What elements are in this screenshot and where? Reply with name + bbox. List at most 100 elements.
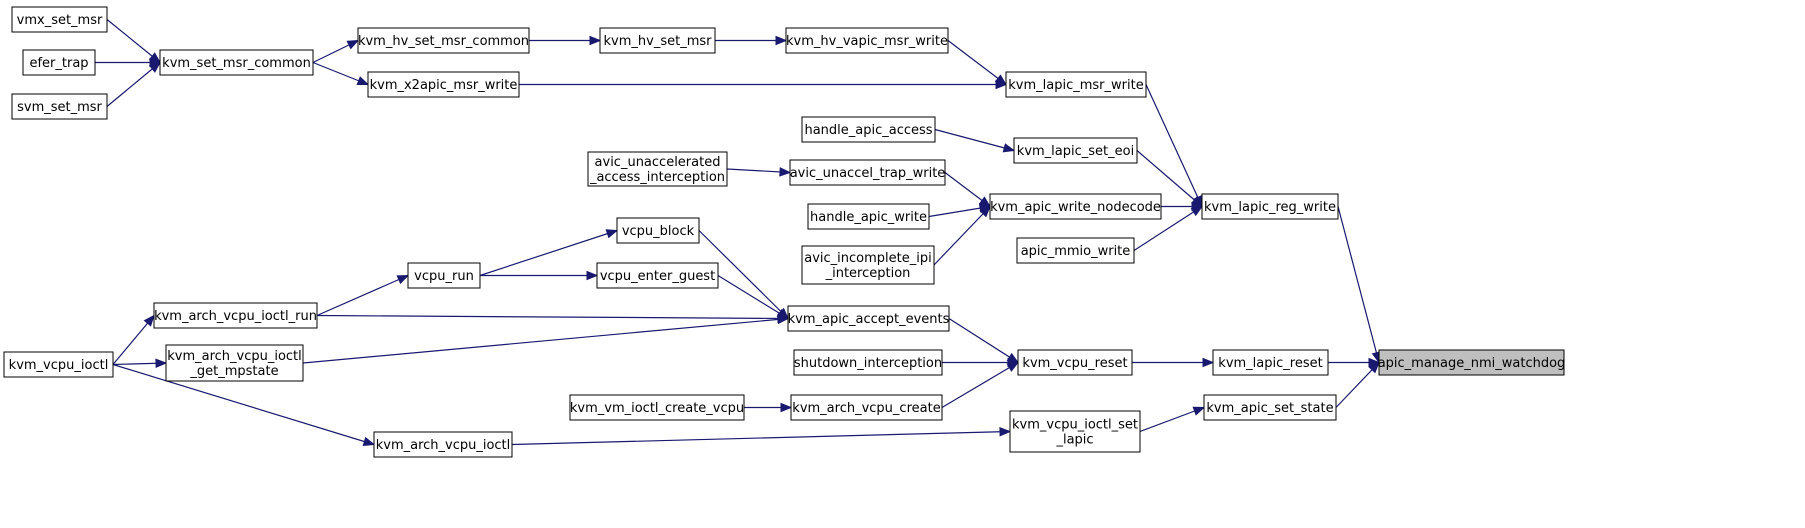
- edge-line: [948, 317, 1019, 364]
- call-edge-kvm_set_msr_common-to-kvm_hv_set_msr_common: [312, 39, 360, 64]
- edge-line: [1145, 84, 1203, 207]
- call-edge-avic_unaccel_trap_write-to-kvm_apic_write_nodecode: [944, 172, 992, 208]
- node-label: kvm_arch_vcpu_ioctl: [167, 349, 302, 364]
- node-box: [1017, 349, 1133, 376]
- call-edge-vcpu_run-to-vcpu_block: [479, 229, 619, 277]
- node-label: kvm_set_msr_common: [162, 56, 311, 71]
- graph-node-kvm-vcpu-ioctl-set-lapic[interactable]: kvm_vcpu_ioctl_set_lapic: [1009, 410, 1141, 453]
- graph-node-handle-apic-write[interactable]: handle_apic_write: [807, 203, 930, 230]
- node-box: [11, 6, 108, 33]
- node-box: [1016, 237, 1135, 264]
- edge-line: [1337, 206, 1380, 363]
- graph-node-avic-unaccelerated-access-interception[interactable]: avic_unaccelerated_access_interception: [587, 151, 728, 187]
- graph-node-vmx-set-msr[interactable]: vmx_set_msr: [11, 6, 108, 33]
- graph-node-kvm-vcpu-reset[interactable]: kvm_vcpu_reset: [1017, 349, 1133, 376]
- node-box: [789, 159, 946, 186]
- graph-node-kvm-lapic-reg-write[interactable]: kvm_lapic_reg_write: [1201, 193, 1339, 220]
- graph-node-apic-manage-nmi-watchdog[interactable]: apic_manage_nmi_watchdog: [1378, 349, 1566, 376]
- call-edge-kvm_vcpu_reset-to-kvm_lapic_reset: [1132, 357, 1215, 368]
- node-label: avic_unaccel_trap_write: [790, 166, 946, 181]
- call-edge-avic_unaccelerated_access_interception-to-avic_unaccel_trap_write: [726, 167, 792, 177]
- edge-arrowhead: [605, 229, 619, 239]
- node-box: [1013, 137, 1138, 164]
- node-label: avic_unaccelerated: [595, 155, 721, 170]
- call-edge-kvm_lapic_msr_write-to-kvm_lapic_reg_write: [1145, 84, 1203, 208]
- graph-node-apic-mmio-write[interactable]: apic_mmio_write: [1016, 237, 1135, 264]
- edge-arrowhead: [999, 427, 1012, 437]
- node-box: [159, 49, 314, 76]
- graph-node-kvm-vm-ioctl-create-vcpu[interactable]: kvm_vm_ioctl_create_vcpu: [569, 394, 745, 421]
- graph-node-kvm-lapic-reset[interactable]: kvm_lapic_reset: [1212, 349, 1329, 376]
- graph-node-avic-unaccel-trap-write[interactable]: avic_unaccel_trap_write: [789, 159, 946, 186]
- edge-arrowhead: [148, 61, 162, 73]
- call-edge-apic_mmio_write-to-kvm_lapic_reg_write: [1133, 205, 1204, 252]
- graph-node-kvm-hv-set-msr-common[interactable]: kvm_hv_set_msr_common: [357, 27, 530, 54]
- call-edge-kvm_arch_vcpu_ioctl_get_mpstate-to-kvm_apic_accept_events: [302, 314, 790, 364]
- graph-node-kvm-arch-vcpu-ioctl-get-mpstate[interactable]: kvm_arch_vcpu_ioctl_get_mpstate: [165, 344, 304, 382]
- node-label: kvm_vcpu_ioctl: [9, 358, 109, 373]
- graph-node-kvm-lapic-msr-write[interactable]: kvm_lapic_msr_write: [1005, 71, 1147, 98]
- graph-node-kvm-arch-vcpu-ioctl[interactable]: kvm_arch_vcpu_ioctl: [373, 431, 513, 458]
- node-label: handle_apic_access: [804, 123, 932, 138]
- call-edge-kvm_hv_vapic_msr_write-to-kvm_lapic_msr_write: [947, 40, 1008, 86]
- call-edge-vcpu_enter_guest-to-kvm_apic_accept_events: [717, 274, 790, 320]
- call-edge-kvm_hv_set_msr-to-kvm_hv_vapic_msr_write: [715, 35, 788, 46]
- edge-arrowhead: [1190, 205, 1204, 217]
- node-label: kvm_lapic_set_eoi: [1017, 144, 1134, 159]
- edge-line: [112, 315, 155, 365]
- node-label: vcpu_block: [622, 224, 695, 239]
- graph-node-kvm-hv-set-msr[interactable]: kvm_hv_set_msr: [599, 27, 716, 54]
- call-edge-kvm_arch_vcpu_ioctl-to-kvm_vcpu_ioctl_set_lapic: [511, 427, 1012, 446]
- node-box: [1201, 193, 1339, 220]
- node-label: kvm_vcpu_reset: [1022, 356, 1127, 371]
- call-edge-handle_apic_access-to-kvm_lapic_set_eoi: [934, 128, 1016, 153]
- graph-node-kvm-x2apic-msr-write[interactable]: kvm_x2apic_msr_write: [367, 71, 520, 98]
- node-label: kvm_hv_vapic_msr_write: [786, 34, 948, 49]
- node-box: [11, 93, 108, 120]
- graph-node-vcpu-enter-guest[interactable]: vcpu_enter_guest: [596, 262, 719, 289]
- edge-arrowhead: [1002, 143, 1016, 153]
- node-label: kvm_arch_vcpu_ioctl_run: [154, 309, 317, 324]
- node-label: kvm_hv_set_msr: [604, 34, 713, 49]
- graph-node-vcpu-run[interactable]: vcpu_run: [407, 262, 481, 289]
- graph-node-kvm-set-msr-common[interactable]: kvm_set_msr_common: [159, 49, 314, 76]
- edge-line: [941, 361, 1019, 409]
- node-label: kvm_vm_ioctl_create_vcpu: [570, 401, 744, 416]
- graph-node-kvm-lapic-set-eoi[interactable]: kvm_lapic_set_eoi: [1013, 137, 1138, 164]
- graph-node-kvm-vcpu-ioctl[interactable]: kvm_vcpu_ioctl: [3, 351, 114, 378]
- node-label: kvm_lapic_reg_write: [1204, 200, 1336, 215]
- edge-arrowhead: [780, 402, 793, 413]
- call-edge-kvm_vcpu_ioctl-to-kvm_arch_vcpu_ioctl: [112, 363, 376, 446]
- node-box: [616, 217, 700, 244]
- graph-node-kvm-arch-vcpu-create[interactable]: kvm_arch_vcpu_create: [790, 394, 943, 421]
- node-box: [807, 203, 930, 230]
- node-label: svm_set_msr: [17, 100, 102, 115]
- node-box: [22, 49, 96, 76]
- edge-line: [698, 230, 789, 319]
- edge-line: [511, 430, 1011, 446]
- graph-node-efer-trap[interactable]: efer_trap: [22, 49, 96, 76]
- edge-arrowhead: [589, 35, 602, 46]
- graph-node-kvm-apic-write-nodecode[interactable]: kvm_apic_write_nodecode: [989, 193, 1162, 220]
- graph-node-vcpu-block[interactable]: vcpu_block: [616, 217, 700, 244]
- node-label: vcpu_run: [414, 269, 474, 284]
- node-label: shutdown_interception: [794, 356, 942, 371]
- node-box: [367, 71, 520, 98]
- graph-node-kvm-apic-accept-events[interactable]: kvm_apic_accept_events: [787, 305, 950, 332]
- graph-node-kvm-hv-vapic-msr-write[interactable]: kvm_hv_vapic_msr_write: [785, 27, 949, 54]
- node-box: [596, 262, 719, 289]
- edge-line: [106, 62, 161, 107]
- node-label: _lapic: [1055, 433, 1093, 448]
- edge-arrowhead: [396, 274, 410, 285]
- graph-node-shutdown-interception[interactable]: shutdown_interception: [793, 349, 943, 376]
- call-edge-kvm_hv_set_msr_common-to-kvm_hv_set_msr: [529, 35, 602, 46]
- node-label: kvm_apic_accept_events: [788, 312, 950, 327]
- graph-node-handle-apic-access[interactable]: handle_apic_access: [801, 116, 936, 143]
- node-box: [790, 394, 943, 421]
- graph-node-kvm-arch-vcpu-ioctl-run[interactable]: kvm_arch_vcpu_ioctl_run: [153, 302, 318, 329]
- graph-node-svm-set-msr[interactable]: svm_set_msr: [11, 93, 108, 120]
- graph-node-avic-incomplete-ipi-interception[interactable]: avic_incomplete_ipi_interception: [801, 245, 935, 285]
- edge-arrowhead: [362, 436, 376, 446]
- graph-node-kvm-apic-set-state[interactable]: kvm_apic_set_state: [1203, 394, 1337, 421]
